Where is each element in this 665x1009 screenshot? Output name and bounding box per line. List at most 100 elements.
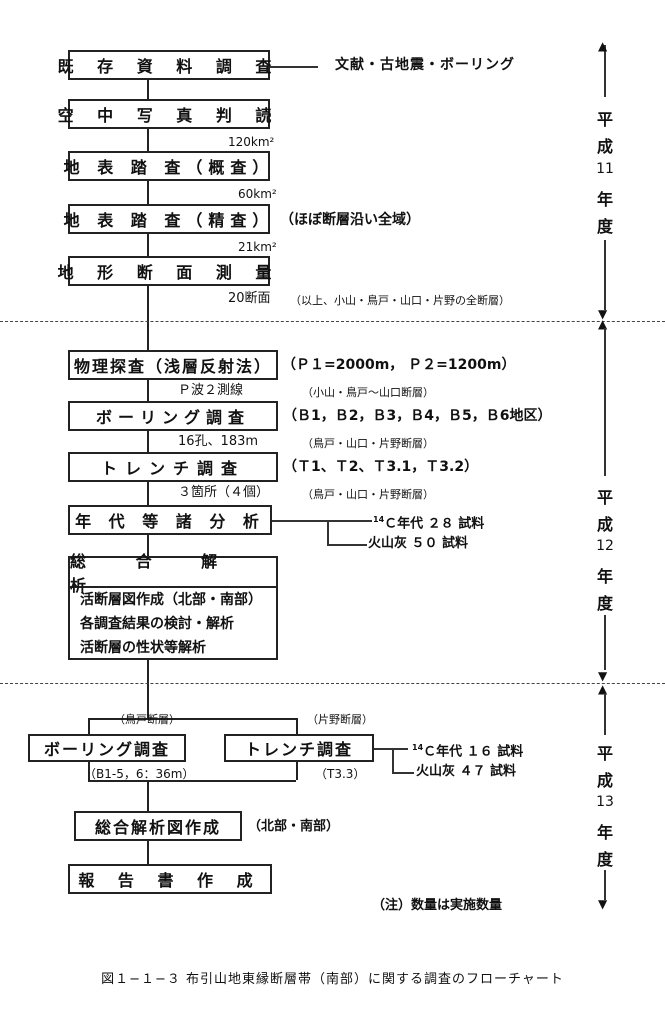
fy13-arrow-down-icon: ▼ <box>598 897 608 911</box>
p-wave-note: （小山・鳥戸〜山口断層） <box>302 386 434 399</box>
fy13-arrow-up-icon: ▲ <box>598 682 608 696</box>
fy12-arrow-line-bottom <box>604 615 606 670</box>
fy13-label-3: 年 <box>596 823 613 842</box>
trench3-ash: 火山灰 ４７ 試料 <box>416 764 517 779</box>
branch-left-rise <box>88 762 90 780</box>
c14-3-label: Ｃ年代 １６ 試料 <box>423 744 524 760</box>
geophysics-box: 物理探査（浅層反射法） <box>68 350 278 380</box>
boring-note: （Ｂ1，Ｂ2，Ｂ3，Ｂ4，Ｂ5，Ｂ6地区） <box>283 408 552 424</box>
sections-note: （以上、小山・鳥戸・山口・片野の全断層） <box>290 294 510 307</box>
dating-branch-line <box>327 520 329 544</box>
dating-ash: 火山灰 ５０ 試料 <box>368 536 469 551</box>
summary-map-label: 総合解析図作成 <box>94 818 221 837</box>
fy13-arrow-line-bottom <box>604 870 606 900</box>
dating-box: 年 代 等 諸 分 析 <box>68 505 272 535</box>
geophysics-note: （Ｐ１=2000m， Ｐ２=1200m） <box>282 357 516 373</box>
summary-row-3: 活断層の性状等解析 <box>80 640 206 656</box>
fy11-label-1: 平 <box>596 110 613 129</box>
summary-map-note: （北部・南部） <box>248 819 340 834</box>
phase3-spine-line <box>147 678 149 718</box>
summary-box: 総 合 解 析 活断層図作成（北部・南部） 各調査結果の検討・解析 活断層の性状… <box>68 552 278 660</box>
branch-bottom-line <box>88 780 296 782</box>
fy11-arrow-up-icon: ▲ <box>598 39 608 53</box>
fy11-label-2: 成 <box>596 137 613 156</box>
p-wave-label: Ｐ波２測線 <box>178 383 244 398</box>
fy11-arrow-line-bottom <box>604 240 606 310</box>
fy13-label-4: 度 <box>596 850 613 869</box>
footnote: （注）数量は実施数量 <box>372 898 503 913</box>
trench-count-note: （鳥戸・山口・片野断層） <box>302 488 434 501</box>
area-21-label: 21km² <box>238 240 277 254</box>
boring3-label: ボーリング調査 <box>43 740 170 759</box>
trench-label: トレンチ調査 <box>100 459 245 478</box>
branch-right-rise <box>296 762 298 780</box>
dating-label: 年 代 等 諸 分 析 <box>75 512 265 531</box>
trench-note: （Ｔ1、Ｔ2、Ｔ3.1，Ｔ3.2） <box>283 459 479 475</box>
trench3-note: （T3.3） <box>315 767 366 781</box>
branch-right-drop <box>296 718 298 734</box>
fy12-arrow-down-icon: ▼ <box>598 669 608 683</box>
surface-detail-box: 地 表 踏 査（精査） <box>64 204 270 234</box>
fy13-label-num: 13 <box>596 794 614 810</box>
fy11-divider <box>0 321 665 322</box>
trench3-c14: 14Ｃ年代 １６ 試料 <box>412 740 523 760</box>
c14-label: Ｃ年代 ２８ 試料 <box>384 516 485 532</box>
fy12-label-4: 度 <box>596 594 613 613</box>
sections-20-label: 20断面 <box>228 291 271 306</box>
fy12-label-2: 成 <box>596 515 613 534</box>
topo-section-label: 地 形 断 面 測 量 <box>57 263 281 282</box>
summary-row-2: 各調査結果の検討・解析 <box>80 616 234 632</box>
area-120-label: 120km² <box>228 135 275 149</box>
boring-count-note: （鳥戸・山口・片野断層） <box>302 437 434 450</box>
branch-left-drop <box>88 718 90 734</box>
surface-detail-label: 地 表 踏 査（精査） <box>63 211 275 230</box>
figure-caption: 図１−１−３ 布引山地東縁断層帯（南部）に関する調査のフローチャート <box>101 972 564 987</box>
fy12-arrow-up-icon: ▲ <box>598 317 608 331</box>
c14-3-superscript: 14 <box>412 743 424 752</box>
fy11-arrow-down-icon: ▼ <box>598 307 608 321</box>
c14-superscript: 14 <box>373 515 385 524</box>
existing-note-connector <box>270 66 318 68</box>
area-60-label: 60km² <box>238 187 277 201</box>
dating-ash-connector <box>327 544 367 546</box>
boring-box: ボーリング調査 <box>68 401 278 431</box>
trench-box: トレンチ調査 <box>68 452 278 482</box>
toriko-fault-label: （鳥戸断層） <box>114 713 180 726</box>
fy13-arrow-line-top <box>604 693 606 735</box>
surface-rough-label: 地 表 踏 査（概査） <box>63 158 275 177</box>
fy11-label-4: 度 <box>596 217 613 236</box>
fy12-label-1: 平 <box>596 488 613 507</box>
trench3-ash-connector <box>392 772 414 774</box>
trench3-connector <box>374 748 408 750</box>
trench3-label: トレンチ調査 <box>244 740 353 759</box>
report-label: 報 告 書 作 成 <box>78 871 262 890</box>
summary-head: 総 合 解 析 <box>70 552 276 595</box>
existing-data-box: 既 存 資 料 調 査 <box>58 50 271 80</box>
fy11-label-num: 11 <box>596 161 614 177</box>
summary-map-box: 総合解析図作成 <box>74 811 242 841</box>
katano-fault-label: （片野断層） <box>307 713 373 726</box>
surface-detail-note: （ほぼ断層沿い全域） <box>280 212 420 228</box>
summary-row-1: 活断層図作成（北部・南部） <box>80 592 262 608</box>
trench3-branch-line <box>392 748 394 772</box>
surface-rough-box: 地 表 踏 査（概査） <box>64 151 270 181</box>
branch-top-line <box>88 718 296 720</box>
trench3-box: トレンチ調査 <box>224 734 374 762</box>
boring-count-label: 16孔、183m <box>178 434 259 449</box>
fy12-arrow-line-top <box>604 328 606 476</box>
geophysics-label: 物理探査（浅層反射法） <box>73 357 272 376</box>
fy13-label-1: 平 <box>596 744 613 763</box>
aerial-photo-box: 空 中 写 真 判 読 <box>58 99 271 129</box>
aerial-photo-label: 空 中 写 真 判 読 <box>57 106 281 125</box>
fy13-label-2: 成 <box>596 771 613 790</box>
topo-section-box: 地 形 断 面 測 量 <box>58 256 271 286</box>
existing-data-label: 既 存 資 料 調 査 <box>57 57 281 76</box>
boring3-note: （B1-5，6：36m） <box>84 767 195 781</box>
boring-label: ボーリング調査 <box>95 408 250 427</box>
fy11-label-3: 年 <box>596 190 613 209</box>
dating-connector <box>272 520 372 522</box>
fy11-arrow-line-top <box>604 45 606 97</box>
fy12-label-3: 年 <box>596 567 613 586</box>
existing-data-note: 文献・古地震・ボーリング <box>335 57 515 73</box>
boring3-box: ボーリング調査 <box>28 734 186 762</box>
